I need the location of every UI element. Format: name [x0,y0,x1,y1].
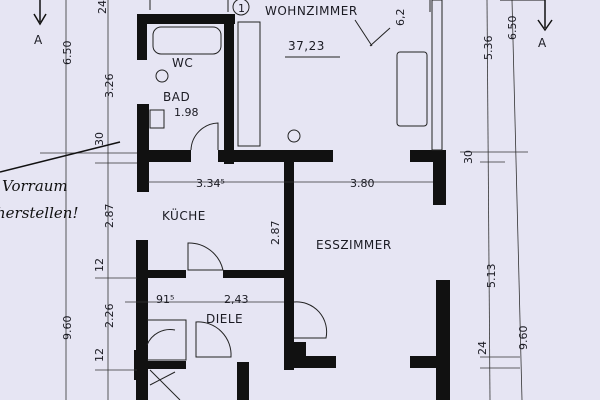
dim-left-inner-top: 3.26 [103,74,116,99]
dim-left-inner-30: 30 [93,132,106,146]
dim-kueche-width: 3.34⁵ [196,177,225,190]
dim-left-outer-total: 9.60 [61,316,74,341]
section-marker-right: A [538,36,547,50]
section-marker-left: A [34,33,43,47]
dim-ess-width: 3.80 [350,177,375,190]
room-label-bad: BAD [163,90,190,104]
dim-right-outer-top: 6.50 [506,16,519,41]
dim-left-inner-kueche: 2.87 [103,204,116,229]
dim-left-inner-12b: 12 [93,348,106,362]
dim-left-inner-12a: 12 [93,258,106,272]
dim-diele-left: 91⁵ [156,293,174,306]
fixtures [146,0,443,400]
annotation-line-1: Vorraum [2,177,68,195]
dimension-lines [0,0,553,400]
room-label-wc: WC [172,56,193,70]
room-label-esszimmer: ESSZIMMER [316,238,392,252]
annotation-line-2: herstellen! [0,204,78,222]
dim-left-outer-top: 6.50 [61,41,74,66]
dim-left-inner-diele: 2.26 [103,304,116,329]
dim-kueche-height: 2.87 [269,221,282,246]
dim-diele-width: 2,43 [224,293,249,306]
dim-right-inner-top: 5.36 [482,36,495,61]
room-label-kueche: KÜCHE [162,207,206,223]
dim-left-top-24: 24 [96,0,109,14]
dim-wohn-small: 6,2 [394,9,407,27]
wohnzimmer-area: 37,23 [288,39,325,53]
dim-bad-width: 1.98 [174,106,199,119]
room-marker: 1 [238,2,245,15]
dim-right-inner-ess: 5.13 [485,264,498,289]
room-label-wohnzimmer: WOHNZIMMER [265,4,358,18]
walls [134,14,450,400]
room-label-diele: DIELE [206,312,243,326]
dim-right-24: 24 [476,341,489,355]
dim-right-30: 30 [462,150,475,164]
dim-right-outer-total: 9.60 [517,326,530,351]
